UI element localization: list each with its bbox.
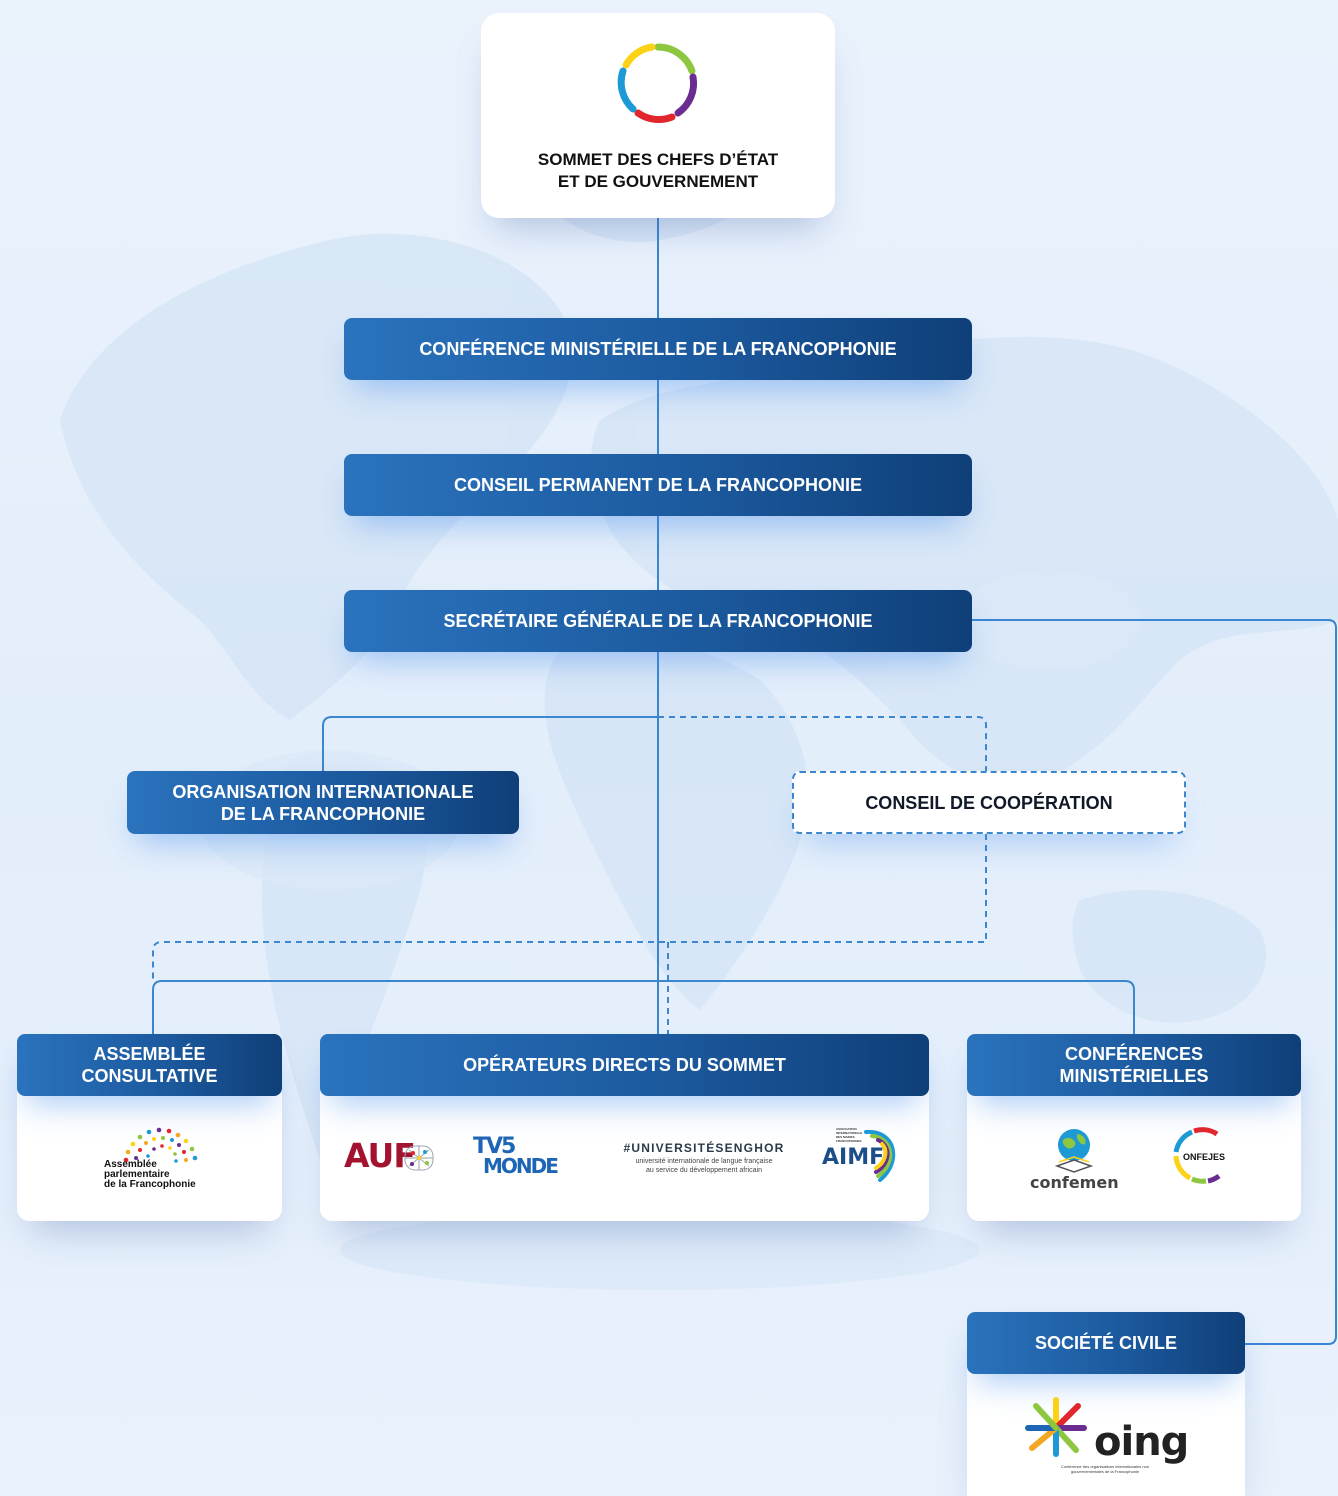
- confejes-c-icon: [1173, 1127, 1221, 1184]
- confejes-logo-text: ONFEJES: [1183, 1152, 1226, 1162]
- oing-logo-text: oing: [1094, 1419, 1189, 1465]
- apf-logo-text: Assemblée parlementaire de la Francophon…: [104, 1159, 196, 1190]
- secretaire-generale-node[interactable]: SECRÉTAIRE GÉNÉRALE DE LA FRANCOPHONIE: [344, 590, 972, 652]
- sommet-title: SOMMET DES CHEFS D’ÉTAT ET DE GOUVERNEME…: [537, 150, 779, 191]
- francophonie-ring-logo: [617, 43, 698, 124]
- auf-globe-icon: [404, 1145, 434, 1171]
- senghor-line1: université internationale de langue fran…: [635, 1158, 773, 1165]
- oing-star-icon: [1025, 1397, 1087, 1457]
- assemblee-consultative-node[interactable]: ASSEMBLÉE CONSULTATIVE: [17, 1034, 282, 1096]
- auf-logo: AUF: [344, 1136, 416, 1175]
- senghor-title: #UNIVERSITÉSENGHOR: [623, 1141, 785, 1155]
- tv5-text: TV5: [473, 1134, 516, 1159]
- sommet-card[interactable]: SOMMET DES CHEFS D’ÉTAT ET DE GOUVERNEME…: [481, 13, 835, 218]
- connector-bottom-bus: [152, 980, 1135, 1034]
- confemen-globe-icon: [1054, 1129, 1094, 1173]
- aimf-small-text: ASSOCIATION INTERNATIONALE DES MAIRES FR…: [836, 1127, 863, 1143]
- confemen-logo-text: confemen: [1030, 1173, 1119, 1192]
- oif-node[interactable]: ORGANISATION INTERNATIONALE DE LA FRANCO…: [127, 771, 519, 834]
- apf-arc-logo: [123, 1127, 198, 1163]
- aimf-logo-text: AIMF: [822, 1145, 885, 1170]
- connector-sg-societe: [972, 619, 1337, 1345]
- conference-ministerielle-node[interactable]: CONFÉRENCE MINISTÉRIELLE DE LA FRANCOPHO…: [344, 318, 972, 380]
- aimf-swirl-icon: [864, 1129, 896, 1182]
- tv5monde-logo: TV5 MONDE: [473, 1134, 559, 1178]
- dashed-conseil-top: [658, 716, 987, 771]
- connector-oif: [322, 716, 658, 771]
- conferences-ministerielles-node[interactable]: CONFÉRENCES MINISTÉRIELLES: [967, 1034, 1301, 1096]
- conseil-permanent-node[interactable]: CONSEIL PERMANENT DE LA FRANCOPHONIE: [344, 454, 972, 516]
- senghor-logo: #UNIVERSITÉSENGHOR université internatio…: [614, 1141, 794, 1175]
- dashed-conseil-bottom: [152, 834, 987, 981]
- senghor-line2: au service du développement africain: [646, 1167, 762, 1174]
- societe-civile-node[interactable]: SOCIÉTÉ CIVILE: [967, 1312, 1245, 1374]
- oing-small-text: Conférence des organisations internation…: [1060, 1464, 1150, 1474]
- monde-text: MONDE: [483, 1154, 559, 1178]
- conseil-cooperation-node[interactable]: CONSEIL DE COOPÉRATION: [792, 771, 1186, 834]
- operateurs-directs-node[interactable]: OPÉRATEURS DIRECTS DU SOMMET: [320, 1034, 929, 1096]
